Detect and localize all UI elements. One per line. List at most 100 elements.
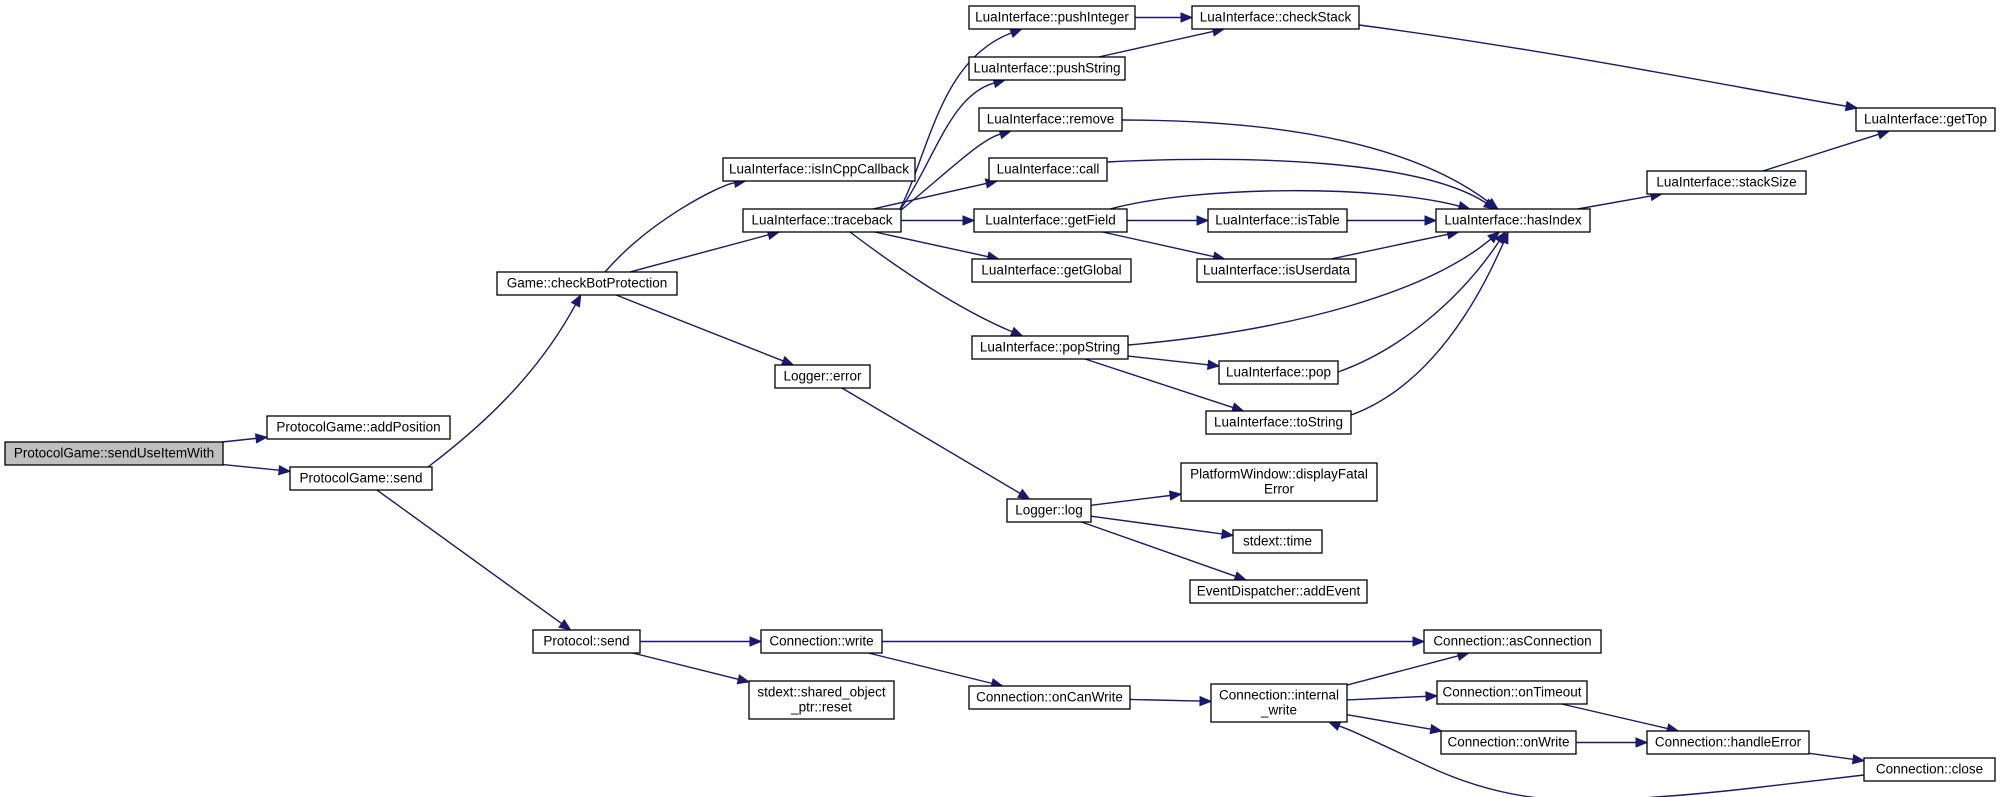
node-loggerLog[interactable]: Logger::log <box>1006 498 1092 523</box>
node-handleError[interactable]: Connection::handleError <box>1646 730 1810 755</box>
arrow-head <box>1487 231 1501 244</box>
edge-internalWrite-to-asConnection <box>1346 650 1471 686</box>
node-label: stdext::shared_object <box>757 685 886 700</box>
node-addEvent[interactable]: EventDispatcher::addEvent <box>1189 579 1368 604</box>
node-resetPtr[interactable]: stdext::shared_object_ptr::reset <box>748 680 895 720</box>
node-box <box>722 157 916 182</box>
node-label: Connection::write <box>769 634 873 649</box>
edge-line <box>1090 515 1223 535</box>
edge-connWrite-to-asConnection <box>882 636 1426 647</box>
node-box <box>968 685 1131 710</box>
edge-loggerLog-to-addEvent <box>1081 521 1248 582</box>
edge-getField-to-isTable <box>1127 215 1210 226</box>
node-box <box>1440 730 1577 755</box>
node-onTimeout[interactable]: Connection::onTimeout <box>1436 680 1588 705</box>
node-box <box>1207 208 1348 233</box>
node-box <box>1205 410 1352 435</box>
arrow-head <box>1206 359 1221 370</box>
node-label: ProtocolGame::addPosition <box>276 420 440 435</box>
node-box <box>1210 683 1348 723</box>
edge-line <box>841 387 1021 495</box>
node-isTable[interactable]: LuaInterface::isTable <box>1207 208 1348 233</box>
node-label: LuaInterface::toString <box>1214 415 1343 430</box>
node-box <box>1646 170 1807 195</box>
node-getField[interactable]: LuaInterface::getField <box>973 208 1128 233</box>
arrow-head <box>1429 723 1443 735</box>
edge-internalWrite-to-onWrite <box>1346 714 1443 735</box>
node-box <box>968 56 1126 81</box>
node-box <box>978 107 1123 132</box>
arrow-head <box>749 636 763 647</box>
node-isInCpp[interactable]: LuaInterface::isInCppCallback <box>722 157 916 182</box>
node-pgSend[interactable]: ProtocolGame::send <box>289 466 433 491</box>
arrow-head <box>1016 488 1031 500</box>
node-box <box>971 335 1129 360</box>
node-addPosition[interactable]: ProtocolGame::addPosition <box>266 415 451 440</box>
edge-traceback-to-popString <box>849 231 1024 337</box>
node-label: LuaInterface::checkStack <box>1200 10 1352 25</box>
node-connWrite[interactable]: Connection::write <box>760 629 883 654</box>
node-isUserdata[interactable]: LuaInterface::isUserdata <box>1196 258 1357 283</box>
node-pop[interactable]: LuaInterface::pop <box>1218 360 1339 385</box>
node-checkBot[interactable]: Game::checkBotProtection <box>496 271 678 296</box>
node-box <box>1180 462 1378 502</box>
arrow-head <box>1168 490 1183 501</box>
node-box <box>742 208 902 233</box>
node-root[interactable]: ProtocolGame::sendUseItemWith <box>4 441 224 466</box>
edge-traceback-to-getField <box>901 215 976 226</box>
node-label: _write <box>1260 703 1297 718</box>
node-label: LuaInterface::pushInteger <box>975 10 1129 25</box>
node-label: LuaInterface::hasIndex <box>1444 213 1582 228</box>
edge-line <box>899 82 995 211</box>
node-getTop[interactable]: LuaInterface::getTop <box>1855 107 1996 132</box>
edge-line <box>1358 24 1847 107</box>
node-checkStack[interactable]: LuaInterface::checkStack <box>1191 5 1360 30</box>
node-pushString[interactable]: LuaInterface::pushString <box>968 56 1126 81</box>
node-hasIndex[interactable]: LuaInterface::hasIndex <box>1435 208 1591 233</box>
edge-checkBot-to-loggerError <box>615 294 795 366</box>
edge-traceback-to-getGlobal <box>874 231 1001 262</box>
node-onCanWrite[interactable]: Connection::onCanWrite <box>968 685 1131 710</box>
edge-line <box>868 652 993 685</box>
edge-line <box>1129 698 1201 702</box>
edge-line <box>1350 241 1505 416</box>
node-remove[interactable]: LuaInterface::remove <box>978 107 1123 132</box>
node-pushInteger[interactable]: LuaInterface::pushInteger <box>968 5 1136 30</box>
node-box <box>968 5 1136 30</box>
node-internalWrite[interactable]: Connection::internal_write <box>1210 683 1348 723</box>
node-loggerError[interactable]: Logger::error <box>774 364 871 389</box>
node-popString[interactable]: LuaInterface::popString <box>971 335 1129 360</box>
node-label: Logger::log <box>1015 503 1083 518</box>
node-connClose[interactable]: Connection::close <box>1863 757 1996 782</box>
edge-line <box>1561 703 1668 730</box>
node-onWrite[interactable]: Connection::onWrite <box>1440 730 1577 755</box>
node-label: Connection::onCanWrite <box>976 690 1123 705</box>
node-box <box>1006 498 1092 523</box>
node-toString[interactable]: LuaInterface::toString <box>1205 410 1352 435</box>
node-label: Protocol::send <box>543 634 629 649</box>
node-stackSize[interactable]: LuaInterface::stackSize <box>1646 170 1807 195</box>
edge-line <box>1081 521 1236 577</box>
node-protocolSend[interactable]: Protocol::send <box>532 629 641 654</box>
node-label: LuaInterface::traceback <box>751 213 892 228</box>
edge-line <box>1577 195 1652 210</box>
edge-onWrite-to-handleError <box>1576 737 1649 748</box>
node-box <box>1436 680 1588 705</box>
edge-loggerLog-to-stdextTime <box>1090 515 1235 540</box>
edge-line <box>1098 30 1214 58</box>
edge-line <box>427 304 577 468</box>
edge-line <box>1121 119 1490 203</box>
node-call[interactable]: LuaInterface::call <box>988 157 1108 182</box>
node-label: LuaInterface::pop <box>1226 365 1331 380</box>
node-box <box>1189 579 1368 604</box>
edge-line <box>604 182 735 273</box>
node-asConnection[interactable]: Connection::asConnection <box>1423 629 1602 654</box>
node-label: LuaInterface::getTop <box>1864 112 1987 127</box>
node-stdextTime[interactable]: stdext::time <box>1232 529 1323 554</box>
node-traceback[interactable]: LuaInterface::traceback <box>742 208 902 233</box>
edge-line <box>1762 133 1879 172</box>
node-getGlobal[interactable]: LuaInterface::getGlobal <box>971 258 1132 283</box>
arrow-head <box>1199 695 1213 707</box>
edge-line <box>849 231 1013 333</box>
